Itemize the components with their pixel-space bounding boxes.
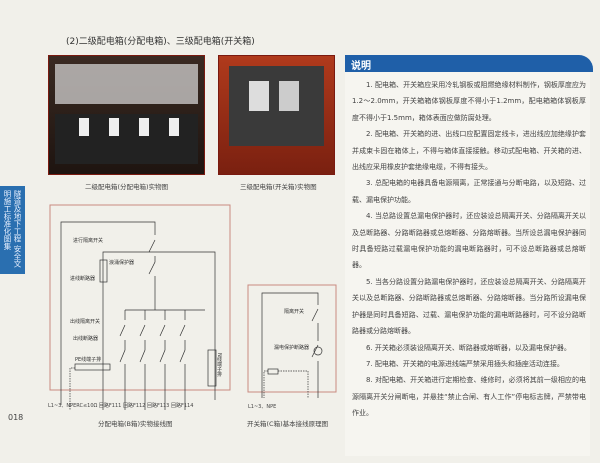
distribution-box-photo <box>48 55 205 175</box>
section-heading: (2)二级配电箱(分配电箱)、三级配电箱(开关箱) <box>66 37 255 47</box>
outgoing-switch-label: 出线隔离开关 <box>70 318 100 325</box>
page-number: 018 <box>8 413 24 422</box>
incoming-switch-label: 进行隔离开关 <box>73 237 103 244</box>
diagram-c: 隔离开关 漏电保护断路器 <box>247 284 337 398</box>
diagram-b: 进行隔离开关 浪涌保护器 进线断路器 出线隔离开关 出线断路器 PE线端子排 N… <box>49 204 231 410</box>
notes-list: 1. 配电箱、开关箱应采用冷轧钢板或阻燃绝缘材料制作，钢板厚度应为1.2～2.0… <box>352 77 586 422</box>
diagram-b-caption: 分配电箱(B箱)实物接线图 <box>98 420 173 428</box>
diagram-b-bottom-labels: L1~3、NPERC≤10Ω 回路F111 回路F112 回路F113 回路F1… <box>48 403 194 409</box>
diagram-c-bottom-labels: L1~3、NPE <box>248 404 277 410</box>
surge-protector-label: 浪涌保护器 <box>109 259 134 266</box>
incoming-breaker-label: 进线断路器 <box>70 275 95 282</box>
note-item: 5. 当各分路设置分路漏电保护器时，还应装设总隔离开关、分路隔离开关以及总断路器… <box>352 277 586 336</box>
note-item: 4. 当总路设置总漏电保护器时，还应装设总隔离开关、分路隔离开关以及总断路器、分… <box>352 212 586 270</box>
rcd-label: 漏电保护断路器 <box>274 344 309 351</box>
photo-caption: 三级配电箱(开关箱)实物图 <box>240 183 317 191</box>
note-item: 2. 配电箱、开关箱的进、出线口应配置固定线卡，进出线应加绝缘护套并成束卡固在箱… <box>352 130 586 172</box>
pe-bar-label: PE线端子排 <box>75 356 101 363</box>
notes-title: 说明 <box>345 55 593 72</box>
photo-caption: 二级配电箱(分配电箱)实物图 <box>85 183 169 191</box>
side-tab: 隧道及地下工程 安全文明施工标准化图集 <box>0 186 25 274</box>
note-item: 3. 总配电箱的电器具备电源隔离，正常接通与分断电路，以及短路、过载、漏电保护功… <box>352 179 586 204</box>
notes-panel <box>345 72 590 456</box>
switch-label: 隔离开关 <box>284 308 304 315</box>
outgoing-breaker-label: 出线断路器 <box>73 335 98 342</box>
diagram-c-caption: 开关箱(C箱)基本接线原理图 <box>247 420 329 428</box>
note-item: 7. 配电箱、开关箱的电源进线端严禁采用插头和插座活动连接。 <box>366 359 564 368</box>
note-item: 8. 对配电箱、开关箱进行定期检查、维修时，必须将其前一级相应的电源隔离开关分闸… <box>352 376 586 418</box>
n-bar-label: N线端子排 <box>216 353 222 378</box>
switch-box-photo <box>218 55 335 175</box>
note-item: 1. 配电箱、开关箱应采用冷轧钢板或阻燃绝缘材料制作，钢板厚度应为1.2～2.0… <box>352 81 586 122</box>
note-item: 6. 开关箱必须装设隔离开关、断路器或熔断器，以及漏电保护器。 <box>366 343 571 352</box>
